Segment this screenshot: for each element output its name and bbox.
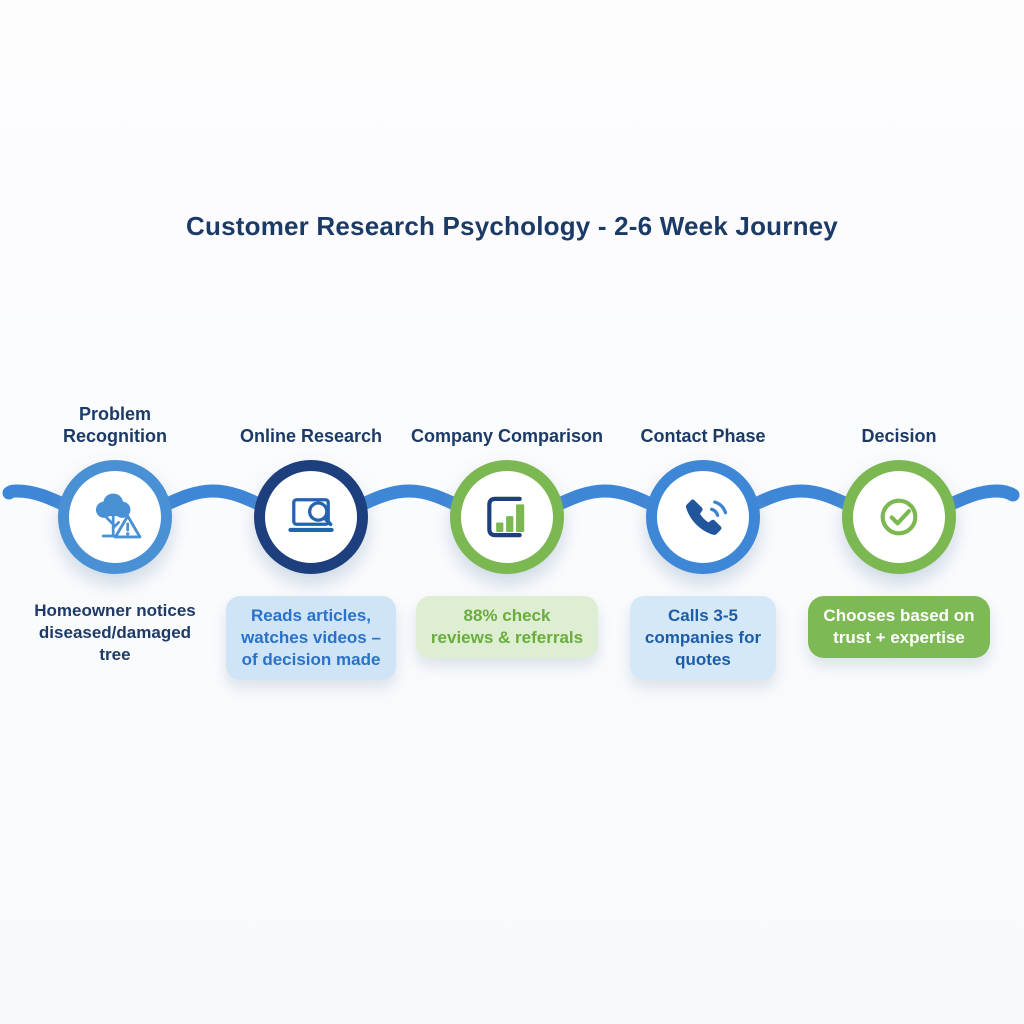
- stage-caption: 88% check reviews & referrals: [415, 596, 599, 659]
- stage-contact-phase: Contact Phase Calls 3-5 companies for qu…: [603, 388, 803, 681]
- stage-title: Problem Recognition: [63, 404, 167, 447]
- stage-circle: [646, 460, 760, 574]
- tree-warning-icon: [95, 493, 142, 539]
- stage-title: Online Research: [239, 426, 383, 447]
- stage-online-research: Online Research Reads articles, watches …: [211, 388, 411, 681]
- stage-circle: [254, 460, 368, 574]
- stage-problem-recognition: Problem Recognition H: [15, 388, 215, 666]
- stage-title: Decision: [861, 426, 937, 447]
- stage-caption: Chooses based on trust + expertise: [808, 596, 990, 659]
- stage-company-comparison: Company Comparison 88% check reviews & r…: [407, 388, 607, 659]
- page-title: Customer Research Psychology - 2-6 Week …: [186, 211, 838, 241]
- stage-circle: [450, 460, 564, 574]
- check-circle-icon: [880, 498, 918, 536]
- stage-circle: [58, 460, 172, 574]
- phone-icon: [685, 499, 728, 535]
- stage-caption: Reads articles, watches videos – of deci…: [226, 596, 396, 681]
- bar-chart-icon: [487, 496, 525, 538]
- stage-caption: Homeowner notices diseased/damaged tree: [34, 601, 196, 665]
- stage-caption: Calls 3-5 companies for quotes: [629, 596, 777, 681]
- stage-title: Company Comparison: [410, 426, 604, 447]
- stage-title: Contact Phase: [640, 426, 766, 447]
- stage-circle: [842, 460, 956, 574]
- laptop-search-icon: [288, 498, 334, 533]
- stage-decision: Decision Chooses based on trust + expert…: [799, 388, 999, 659]
